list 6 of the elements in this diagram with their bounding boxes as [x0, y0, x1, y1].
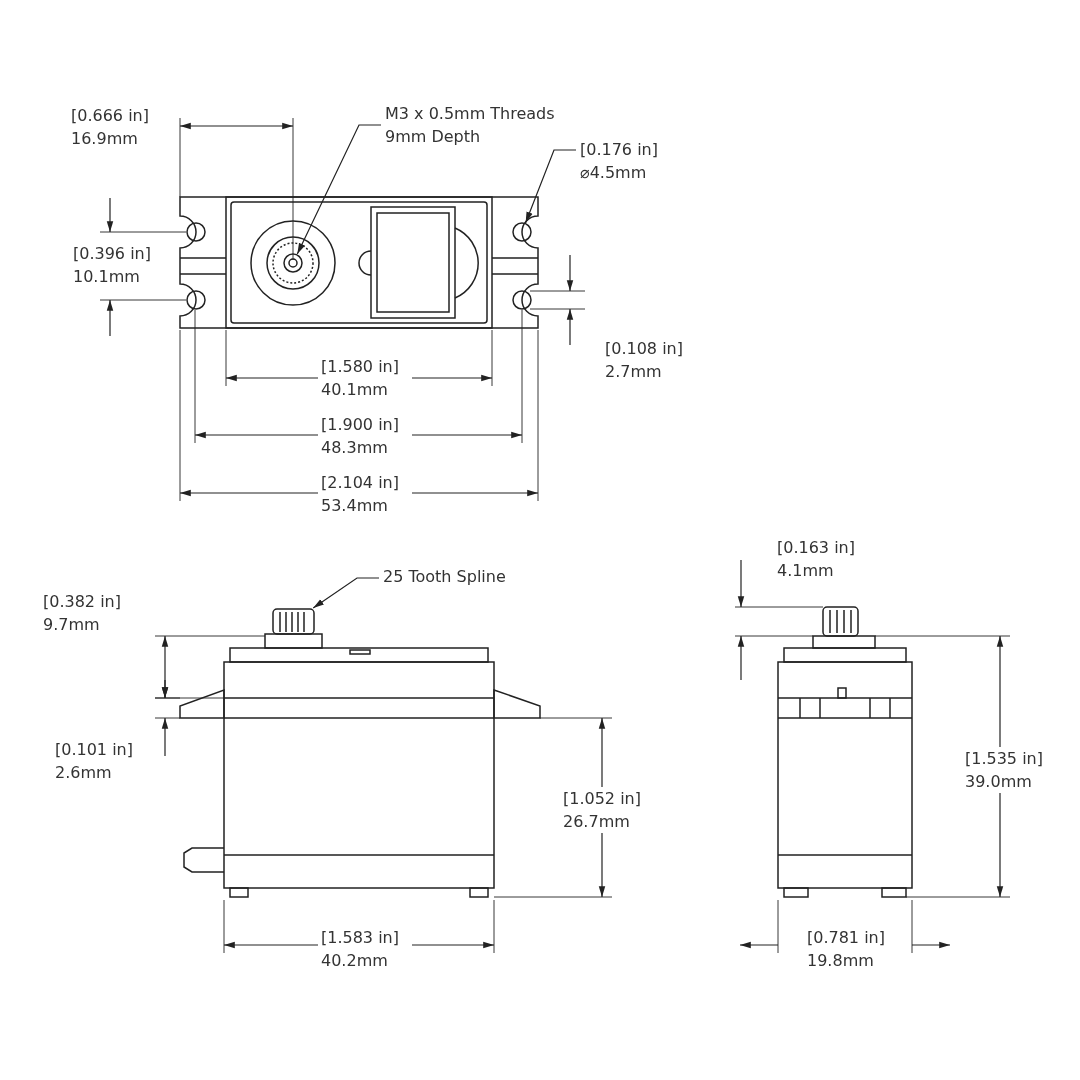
mounting-hole	[512, 222, 532, 242]
threaded-hole	[283, 253, 303, 273]
leader-line	[296, 124, 382, 255]
output-spline	[272, 608, 315, 635]
leader-line	[312, 577, 380, 609]
leader-line	[525, 149, 577, 224]
